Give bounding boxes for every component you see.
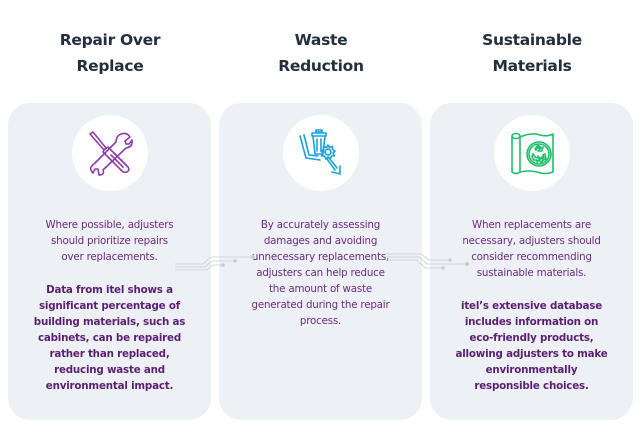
highlight-line: significant percentage of [38,300,180,312]
card-waste-reduction: By accurately assessing damages and avoi… [219,103,422,420]
highlight-line: allowing adjusters to make [455,348,608,360]
heading-line-2: Materials [492,57,572,75]
highlight-line: Data from itel shows a [46,284,173,296]
card-highlight-text: itel’s extensive database includes infor… [438,298,625,394]
body-line: sustainable materials. [476,267,587,279]
trash-gear-arrow-icon [298,129,341,175]
body-line: generated during the repair [251,299,390,311]
body-line: consider recommending [471,251,592,263]
body-line: unnecessary replacements, [251,251,390,263]
body-line: adjusters can help reduce [256,267,385,279]
highlight-line: eco-friendly products, [469,332,594,344]
body-line: Where possible, adjusters [45,219,174,231]
icon-circle [493,115,570,191]
body-line: When replacements are [472,219,591,231]
heading-waste-reduction: Waste Reduction [216,27,426,79]
wrench-screwdriver-icon [88,131,133,176]
icon-circle [71,115,148,191]
heading-sustainable-materials: Sustainable Materials [427,27,637,79]
card-repair-over-replace: Where possible, adjusters should priorit… [8,103,211,420]
highlight-line: environmental impact. [45,380,174,392]
body-line: over replacements. [61,251,158,263]
card-sustainable-materials: When replacements are necessary, adjuste… [430,103,633,420]
highlight-line: cabinets, can be repaired [37,332,182,344]
heading-line-2: Reduction [278,57,364,75]
heading-line-1: Repair Over [59,31,161,49]
heading-line-2: Replace [76,57,144,75]
recycle-roll-icon [510,132,554,175]
highlight-line: reducing waste and [54,364,165,376]
heading-repair-over-replace: Repair Over Replace [5,27,215,79]
card-highlight-text: Data from itel shows a significant perce… [16,282,203,394]
body-line: By accurately assessing [260,219,381,231]
heading-line-1: Sustainable [482,31,582,49]
highlight-line: rather than replaced, [49,348,170,360]
highlight-line: itel’s extensive database [460,300,602,312]
body-line: necessary, adjusters should [462,235,601,247]
card-body-text: When replacements are necessary, adjuste… [438,217,625,281]
highlight-line: building materials, such as [33,316,186,328]
highlight-line: responsible choices. [474,380,589,392]
highlight-line: includes information on [464,316,599,328]
body-line: process. [299,315,342,327]
circuit-connector-right [385,253,470,270]
card-body-text: Where possible, adjusters should priorit… [16,217,203,265]
heading-line-1: Waste [294,31,348,49]
body-line: the amount of waste [268,283,373,295]
circuit-connector-left [175,254,256,271]
icon-circle [282,115,359,191]
body-line: should prioritize repairs [51,235,168,247]
body-line: damages and avoiding [263,235,378,247]
highlight-line: environmentally [485,364,578,376]
card-body-text: By accurately assessing damages and avoi… [227,217,414,329]
